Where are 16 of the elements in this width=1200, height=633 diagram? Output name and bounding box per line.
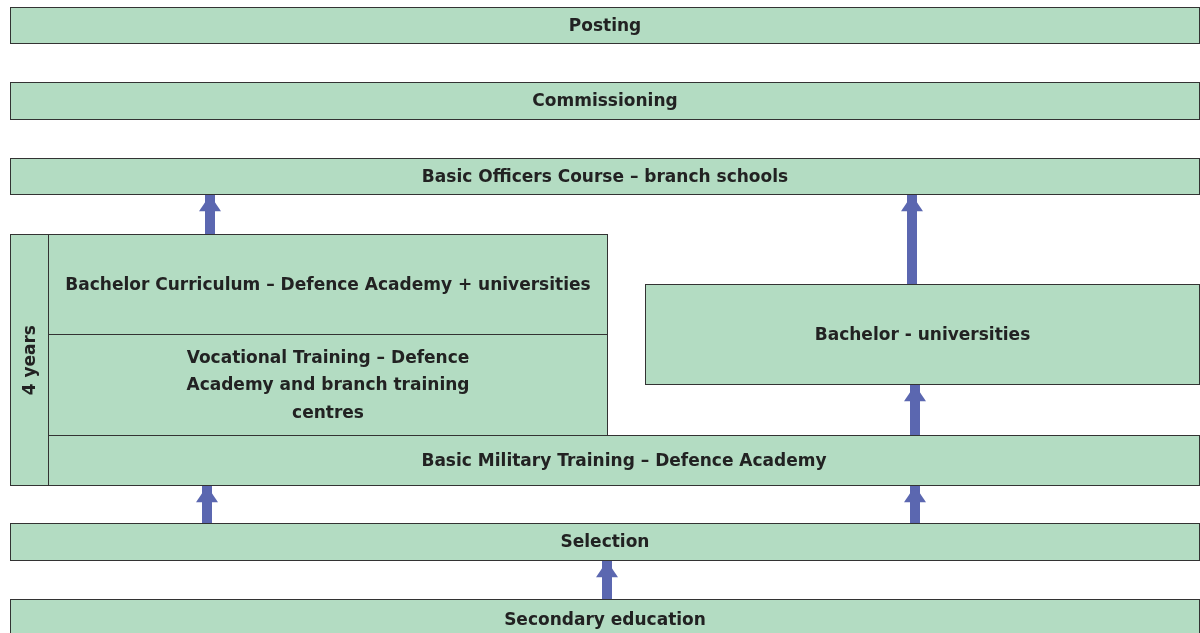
arrow [904,385,926,435]
process-box: Secondary education [10,599,1200,633]
arrow [596,561,618,599]
process-box: Bachelor - universities [645,284,1200,385]
arrow [199,195,221,234]
process-box: Bachelor Curriculum – Defence Academy + universities [48,234,608,335]
process-box: Posting [10,7,1200,44]
arrow [901,195,923,284]
process-box: Commissioning [10,82,1200,120]
process-box: Basic Military Training – Defence Academy [48,435,1200,486]
duration-band: 4 years [10,234,49,486]
process-box: Selection [10,523,1200,561]
process-box: Basic Officers Course – branch schools [10,158,1200,195]
arrow [904,486,926,523]
arrow [196,486,218,523]
process-box: Vocational Training – Defence Academy and branch training centres [48,334,608,436]
